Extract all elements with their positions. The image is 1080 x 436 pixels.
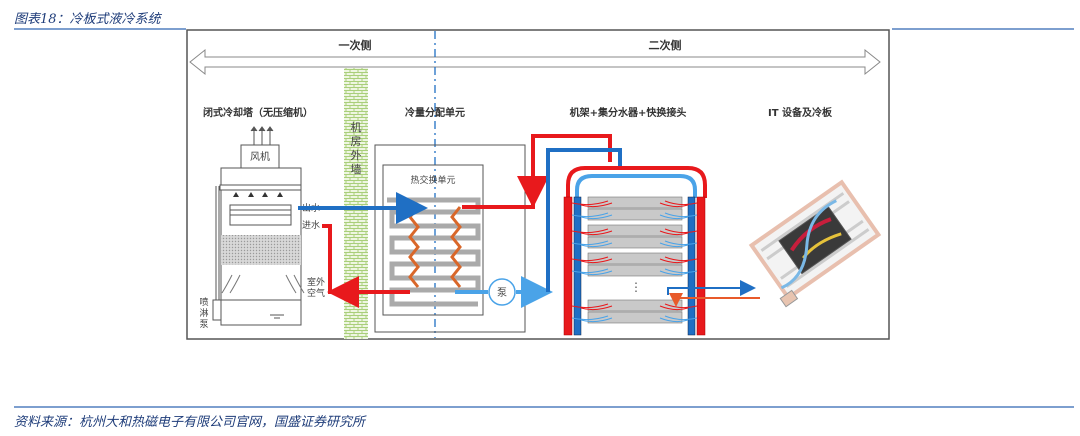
- inlet-label: 进水: [302, 219, 320, 231]
- cooling-tower: [212, 126, 305, 326]
- wall-label-3: 外: [351, 149, 362, 162]
- server-unit: [587, 224, 683, 237]
- server-unit: [587, 311, 683, 324]
- server-unit: [587, 252, 683, 265]
- server-hose: [571, 315, 698, 323]
- spray-pump-label-3: 泵: [199, 319, 208, 330]
- server-hose: [571, 240, 698, 248]
- server-hose: [571, 268, 698, 276]
- rack-title: 机架+集分水器+快换接头: [570, 106, 687, 119]
- outdoor-air-label-2: 空气: [307, 287, 325, 299]
- hot-manifold-right: [696, 196, 706, 336]
- heat-wave-right: [450, 206, 462, 288]
- heat-exchanger-label: 热交换单元: [410, 174, 455, 186]
- machine-room-wall: [344, 68, 368, 339]
- secondary-side-label: 二次侧: [649, 38, 682, 52]
- title-underline: [14, 28, 186, 30]
- cold-plate-illustration: [748, 179, 882, 308]
- heat-exchanger-box: [382, 164, 484, 316]
- pump-icon: [488, 278, 516, 306]
- it-return-line: [669, 293, 760, 307]
- fill-media: [221, 235, 301, 265]
- cooling-tower-title: 闭式冷却塔（无压缩机）: [203, 106, 313, 119]
- secondary-cold-pipe: [546, 148, 622, 292]
- it-supply-line: [667, 280, 756, 296]
- hot-manifold-left: [563, 196, 573, 336]
- wall-label-1: 机: [351, 120, 362, 134]
- server-hose: [571, 303, 698, 311]
- server-unit: [587, 264, 683, 277]
- it-equipment-title: IT 设备及冷板: [768, 106, 833, 119]
- hot-manifold-arch: [566, 166, 707, 198]
- server-hose: [571, 200, 698, 208]
- wall-label-2: 房: [351, 135, 362, 148]
- cold-manifold-left: [573, 196, 582, 336]
- outdoor-air-label-1: 室外: [307, 276, 325, 288]
- spray-pump: [212, 299, 222, 321]
- rack-ellipsis: ⋮: [630, 280, 642, 294]
- cold-manifold-arch: [575, 174, 697, 198]
- source-note: 资料来源：杭州大和热磁电子有限公司官网，国盛证券研究所: [14, 415, 366, 430]
- secondary-hot-pipe: [462, 134, 612, 209]
- server-unit: [587, 236, 683, 249]
- cdu-title: 冷量分配单元: [405, 106, 465, 119]
- server-unit: [587, 196, 683, 209]
- fan-label: 风机: [250, 150, 270, 163]
- server-unit: [587, 208, 683, 221]
- cdu-box: [374, 144, 526, 333]
- side-arrow: [189, 48, 881, 76]
- wall-label-4: 墙: [351, 162, 362, 176]
- spray-pump-label-2: 淋: [199, 307, 208, 319]
- spray-pump-label-1: 喷: [199, 297, 208, 308]
- cold-manifold-right: [687, 196, 696, 336]
- primary-side-label: 一次侧: [339, 38, 372, 52]
- server-hose: [571, 228, 698, 236]
- source-rule: [14, 406, 1074, 408]
- primary-hot-pipe: [322, 224, 410, 294]
- pump-label: 泵: [497, 287, 507, 299]
- title-underline-right: [892, 28, 1074, 30]
- figure-title: 图表18：冷板式液冷系统: [14, 12, 161, 27]
- server-rack: [571, 196, 698, 324]
- server-hose: [571, 212, 698, 220]
- server-hose: [571, 256, 698, 264]
